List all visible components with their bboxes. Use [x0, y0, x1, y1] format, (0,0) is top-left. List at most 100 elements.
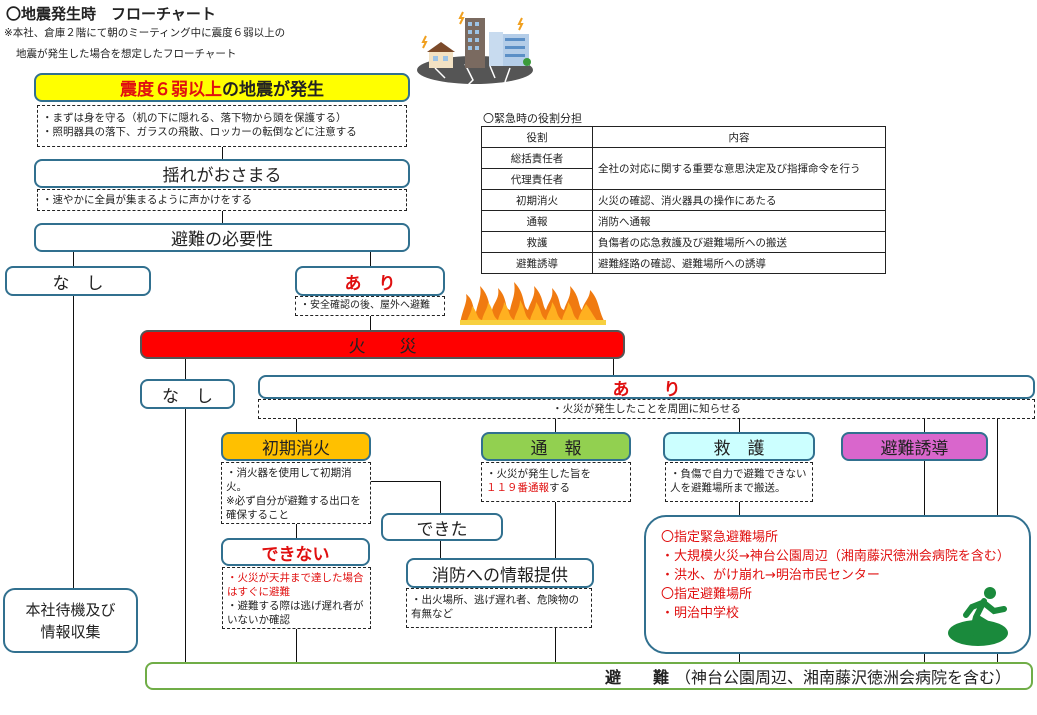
page-subtitle-line2: 地震が発生した場合を想定したフローチャート	[16, 48, 237, 60]
report-note-tail: する	[549, 482, 570, 494]
quake-note-2: ・照明器具の落下、ガラスの飛散、ロッカーの転倒などに注意する	[42, 126, 357, 138]
flames-illustration	[458, 280, 608, 325]
connector	[370, 251, 371, 267]
table-cell-duty: 消防へ通報	[592, 210, 886, 232]
shelter-line: ・明治中学校	[661, 606, 740, 621]
connector	[370, 315, 371, 331]
evacuate-box: 避 難 （神台公園周辺、湘南藤沢徳洲会病院を含む）	[145, 662, 1033, 690]
rescue-box: 救 護	[663, 432, 815, 461]
table-cell-role: 通報	[481, 210, 593, 232]
connector	[613, 358, 614, 376]
standby-box: 本社待機及び 情報収集	[3, 588, 138, 653]
page-title: 〇地震発生時 フローチャート	[6, 5, 216, 23]
rescue-label: 救 護	[713, 439, 765, 459]
evacuation-yes-note: ・安全確認の後、屋外へ避難	[295, 296, 445, 316]
extinguish-note-2: ※必ず自分が避難する出口を確保すること	[226, 495, 361, 521]
report-note-119: １１９番通報	[486, 482, 549, 494]
extinguish-note-1: ・消火器を使用して初期消火。	[226, 467, 352, 493]
table-cell-duty: 火災の確認、消火器具の操作にあたる	[592, 189, 886, 211]
info-to-fire-dept-label: 消防への情報提供	[432, 565, 568, 586]
evacuate-destination: （神台公園周辺、湘南藤沢徳洲会病院を含む）	[674, 668, 1011, 687]
table-cell-role: 初期消火	[481, 189, 593, 211]
connector	[997, 654, 998, 662]
extinguish-failed-label: できない	[261, 544, 330, 565]
shaking-stops-note: ・速やかに全員が集まるように声かけをする	[37, 189, 407, 211]
connector	[222, 211, 223, 223]
roles-table-title: 〇緊急時の役割分担	[483, 112, 582, 125]
evacuation-guidance-label: 避難誘導	[880, 439, 949, 459]
table-cell-duty: 全社の対応に関する重要な意思決定及び指揮命令を行う	[592, 147, 886, 190]
connector	[739, 419, 740, 433]
report-note: ・火災が発生した旨を １１９番通報する	[481, 462, 631, 502]
info-to-fire-dept-box: 消防への情報提供	[406, 558, 594, 588]
table-row: 避難誘導 避難経路の確認、避難場所への誘導	[481, 252, 886, 274]
quake-intensity-label: 震度６弱以上	[120, 80, 222, 100]
connector	[440, 481, 441, 513]
earthquake-city-illustration	[415, 8, 535, 88]
fire-no-box: な し	[140, 379, 235, 409]
initial-fire-extinguish-note: ・消火器を使用して初期消火。 ※必ず自分が避難する出口を確保すること	[221, 462, 371, 524]
report-box: 通 報	[481, 432, 631, 461]
table-cell-role: 総括責任者	[481, 147, 593, 169]
connector	[185, 358, 186, 380]
failed-note-red: ・火災が天井まで達した場合はすぐに避難	[227, 572, 364, 598]
table-header-row: 役割 内容	[481, 126, 886, 148]
evacuation-need-box: 避難の必要性	[34, 223, 410, 252]
connector	[222, 147, 223, 159]
evacuation-yes-box: あ り	[295, 266, 445, 296]
fire-yes-note: ・火災が発生したことを周囲に知らせる	[258, 399, 1035, 419]
standby-label-line2: 情報収集	[40, 622, 101, 641]
emergency-exit-runner-icon	[946, 585, 1018, 647]
failed-note-black: ・避難する際は逃げ遅れ者がいないか確認	[227, 600, 364, 626]
table-cell-duty: 負傷者の応急救護及び避難場所への搬送	[592, 231, 886, 253]
earthquake-occurs-box: 震度６弱以上の地震が発生	[34, 73, 410, 102]
initial-fire-extinguish-box: 初期消火	[221, 432, 371, 461]
connector	[185, 408, 186, 662]
shelter-line: 〇指定緊急避難場所	[661, 530, 779, 545]
evacuation-need-label: 避難の必要性	[171, 230, 273, 250]
fire-box: 火 災	[140, 330, 625, 359]
table-cell-role: 避難誘導	[481, 252, 593, 274]
table-cell-duty: 避難経路の確認、避難場所への誘導	[592, 252, 886, 274]
table-row: 救護 負傷者の応急救護及び避難場所への搬送	[481, 231, 886, 253]
connector	[739, 502, 740, 516]
connector	[440, 540, 441, 559]
fire-yes-label: あ り	[612, 379, 681, 400]
fire-label: 火 災	[348, 337, 417, 357]
report-note-line1: ・火災が発生した旨を	[486, 468, 591, 480]
quake-notes: ・まずは身を守る（机の下に隠れる、落下物から頭を保護する） ・照明器具の落下、ガ…	[37, 105, 407, 147]
connector	[555, 419, 556, 433]
connector	[997, 419, 998, 515]
evacuation-no-box: な し	[5, 266, 151, 296]
shelter-line: 〇指定避難場所	[661, 587, 753, 602]
fire-no-label: な し	[162, 386, 213, 407]
table-cell-role: 代理責任者	[481, 168, 593, 190]
quake-note-1: ・まずは身を守る（机の下に隠れる、落下物から頭を保護する）	[42, 112, 347, 124]
table-row: 初期消火 火災の確認、消火器具の操作にあたる	[481, 189, 886, 211]
shelters-box: 〇指定緊急避難場所 ・大規模火災→神台公園周辺（湘南藤沢徳洲会病院を含む） ・洪…	[644, 515, 1031, 654]
table-cell-role: 救護	[481, 231, 593, 253]
connector	[924, 460, 925, 515]
connector	[924, 419, 925, 433]
standby-label-line1: 本社待機及び	[25, 600, 116, 619]
shelter-line: ・洪水、がけ崩れ→明治市民センター	[661, 568, 880, 583]
quake-label: の地震が発生	[222, 80, 324, 100]
table-header: 内容	[592, 126, 886, 148]
extinguish-failed-note: ・火災が天井まで達した場合はすぐに避難 ・避難する際は逃げ遅れ者がいないか確認	[222, 567, 371, 629]
connector	[296, 419, 297, 433]
extinguish-success-label: できた	[416, 519, 468, 540]
connector	[370, 481, 440, 482]
rescue-note: ・負傷で自力で避難できない人を避難場所まで搬送。	[665, 462, 813, 502]
evacuation-guidance-box: 避難誘導	[841, 432, 988, 461]
connector	[924, 654, 925, 662]
shaking-stops-label: 揺れがおさまる	[162, 166, 282, 186]
shelter-line: ・大規模火災→神台公園周辺（湘南藤沢徳洲会病院を含む）	[661, 549, 1010, 564]
extinguish-success-box: できた	[381, 513, 503, 541]
evacuate-label: 避 難	[604, 668, 669, 687]
info-to-fire-dept-note: ・出火場所、逃げ遅れ者、危険物の有無など	[406, 588, 592, 628]
connector	[73, 251, 74, 267]
extinguish-failed-box: できない	[221, 538, 370, 566]
table-header: 役割	[481, 126, 593, 148]
connector	[296, 524, 297, 538]
roles-table: 役割 内容 総括責任者 全社の対応に関する重要な意思決定及び指揮命令を行う 代理…	[481, 126, 886, 274]
